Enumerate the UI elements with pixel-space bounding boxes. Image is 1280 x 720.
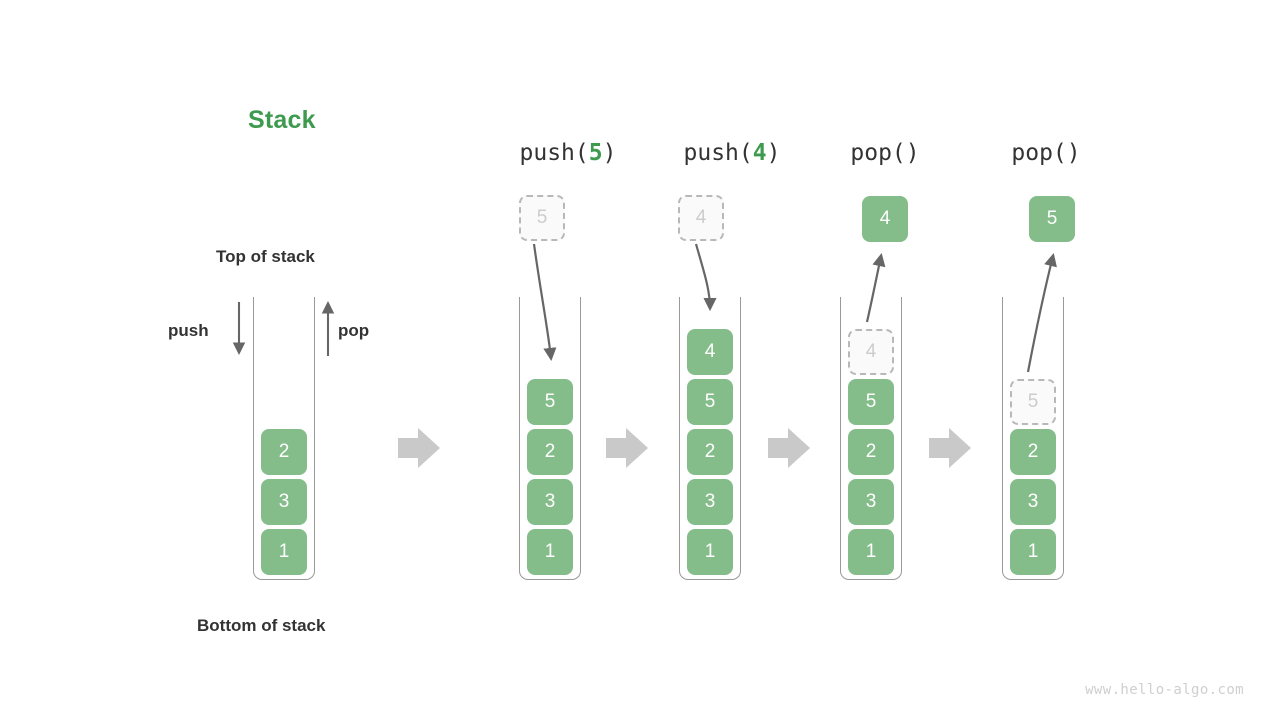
stack-container-initial: 1 3 2 — [253, 297, 315, 580]
stack-cell-ghost: 5 — [519, 195, 565, 241]
stack-cell: 1 — [527, 529, 573, 575]
push-label: push — [168, 321, 209, 340]
stack-cell: 2 — [848, 429, 894, 475]
diagram-title: Stack — [248, 106, 316, 134]
float-box-pop-5: 5 — [1029, 196, 1075, 242]
watermark: www.hello-algo.com — [1085, 682, 1244, 698]
stack-container-push-5: 1 3 2 5 — [519, 297, 581, 580]
stack-cell: 5 — [687, 379, 733, 425]
stack-cell: 2 — [687, 429, 733, 475]
op-header-arg: 4 — [752, 140, 767, 166]
transition-arrow-2 — [606, 428, 648, 468]
float-box-pop-4: 4 — [862, 196, 908, 242]
stack-container-pop-5: 1 3 2 5 — [1002, 297, 1064, 580]
op-header-push-4: push(4) — [684, 140, 781, 166]
stack-cell: 2 — [261, 429, 307, 475]
stack-cell: 3 — [1010, 479, 1056, 525]
op-header-text: pop( — [1011, 140, 1067, 166]
stack-cell: 3 — [848, 479, 894, 525]
op-header-suffix: ) — [602, 140, 617, 166]
op-header-push-5: push(5) — [520, 140, 617, 166]
stack-container-push-4: 1 3 2 5 4 — [679, 297, 741, 580]
stack-cell: 5 — [848, 379, 894, 425]
float-box-push-4: 4 — [678, 195, 724, 241]
bottom-of-stack-label: Bottom of stack — [197, 616, 326, 635]
stack-cell: 5 — [527, 379, 573, 425]
stack-cell: 5 — [1029, 196, 1075, 242]
op-header-text: pop( — [850, 140, 906, 166]
stack-cell: 4 — [687, 329, 733, 375]
op-header-pop-2: pop() — [1011, 140, 1080, 166]
stack-cell: 1 — [1010, 529, 1056, 575]
stack-cell: 3 — [687, 479, 733, 525]
stack-cell-ghost: 4 — [678, 195, 724, 241]
transition-arrow-3 — [768, 428, 810, 468]
stack-cell: 3 — [261, 479, 307, 525]
op-header-suffix: ) — [905, 140, 920, 166]
stack-cell: 4 — [862, 196, 908, 242]
stack-cell: 3 — [527, 479, 573, 525]
op-header-text: push( — [519, 140, 589, 166]
op-header-text: push( — [683, 140, 753, 166]
transition-arrow-4 — [929, 428, 971, 468]
op-header-pop-1: pop() — [850, 140, 919, 166]
float-box-push-5: 5 — [519, 195, 565, 241]
top-of-stack-label: Top of stack — [216, 247, 315, 266]
pop-label: pop — [338, 321, 370, 340]
op-header-arg: 5 — [588, 140, 603, 166]
stack-cell: 2 — [1010, 429, 1056, 475]
stack-cell: 1 — [848, 529, 894, 575]
op-header-suffix: ) — [1066, 140, 1081, 166]
stack-container-pop-4: 1 3 2 5 4 — [840, 297, 902, 580]
stack-cell-ghost: 4 — [848, 329, 894, 375]
stack-cell: 1 — [261, 529, 307, 575]
stack-cell: 2 — [527, 429, 573, 475]
transition-arrow-1 — [398, 428, 440, 468]
stack-cell: 1 — [687, 529, 733, 575]
op-header-suffix: ) — [766, 140, 781, 166]
stack-cell-ghost: 5 — [1010, 379, 1056, 425]
